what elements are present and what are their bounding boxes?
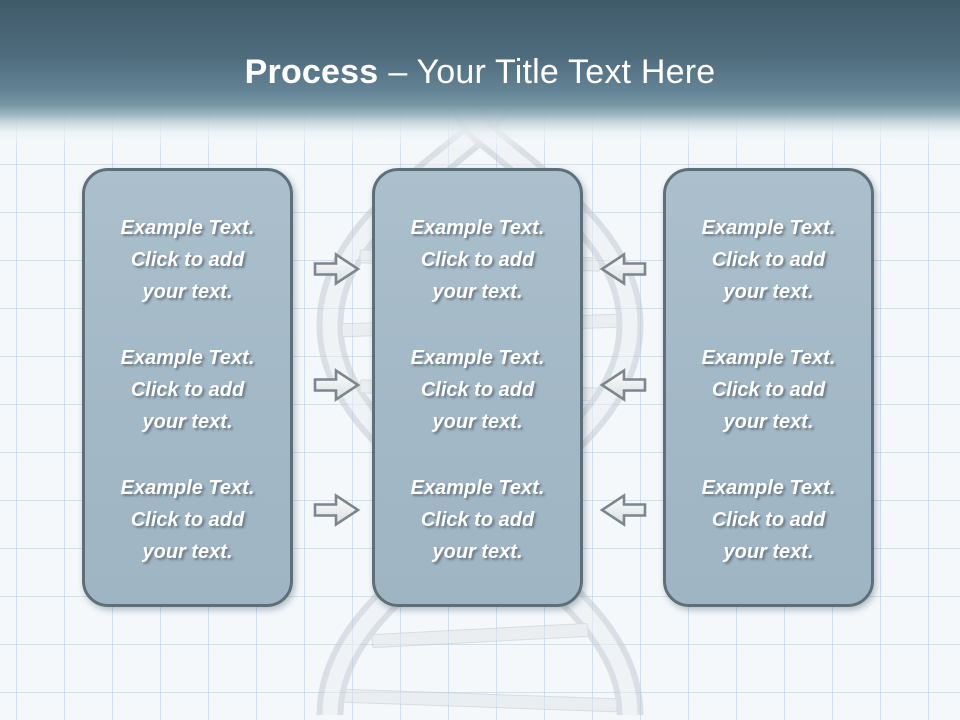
text-placeholder[interactable]: Example Text. Click to add your text.: [120, 477, 255, 563]
text-placeholder[interactable]: Example Text. Click to add your text.: [701, 477, 836, 563]
text-placeholder[interactable]: Example Text. Click to add your text.: [701, 217, 836, 303]
right-arrow-icon: [313, 368, 361, 402]
process-panel-left[interactable]: Example Text. Click to add your text. Ex…: [82, 168, 293, 607]
text-placeholder[interactable]: Example Text. Click to add your text.: [410, 477, 545, 563]
slide-title-keyword: Process: [244, 53, 379, 91]
slide-title[interactable]: Process– Your Title Text Here: [0, 52, 960, 92]
text-placeholder[interactable]: Example Text. Click to add your text.: [120, 347, 255, 433]
left-arrow-icon: [599, 493, 647, 527]
right-arrow-icon: [313, 252, 361, 286]
slide-title-placeholder: – Your Title Text Here: [388, 53, 716, 91]
right-arrow-icon: [313, 493, 361, 527]
text-placeholder[interactable]: Example Text. Click to add your text.: [120, 217, 255, 303]
left-arrow-icon: [599, 252, 647, 286]
process-panel-right[interactable]: Example Text. Click to add your text. Ex…: [663, 168, 874, 607]
text-placeholder[interactable]: Example Text. Click to add your text.: [410, 347, 545, 433]
left-arrow-icon: [599, 368, 647, 402]
text-placeholder[interactable]: Example Text. Click to add your text.: [410, 217, 545, 303]
text-placeholder[interactable]: Example Text. Click to add your text.: [701, 347, 836, 433]
process-panel-center[interactable]: Example Text. Click to add your text. Ex…: [372, 168, 583, 607]
